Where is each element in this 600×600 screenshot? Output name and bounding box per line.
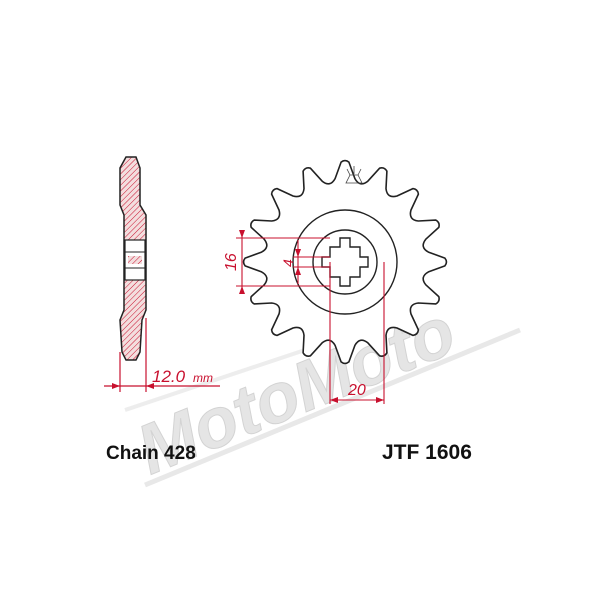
thickness-value: 12.0 [152, 367, 186, 386]
part-number-caption: JTF 1606 [382, 441, 472, 464]
dim-small-label: 4 [280, 259, 296, 267]
dim20-arrow-right [376, 397, 384, 403]
sprocket-shoulder-circle [292, 209, 398, 315]
jt-logo-mark [345, 166, 363, 184]
chain-caption: Chain 428 [106, 443, 196, 464]
watermark-swoosh [144, 327, 521, 488]
thickness-unit: mm [193, 371, 213, 385]
dim16-arrow-top [239, 230, 245, 238]
dim16-arrow-bottom [239, 286, 245, 294]
watermark-swoosh-2 [124, 343, 321, 412]
dim4-arrow-bottom [295, 267, 301, 275]
sprocket-side-view: 12.0 mm [104, 156, 220, 392]
side-hub-hatch [128, 256, 142, 264]
dim-height-label: 16 [223, 253, 240, 271]
thickness-arrow-right [146, 383, 154, 389]
thickness-arrow-left [112, 383, 120, 389]
dim-width-label: 20 [347, 382, 366, 399]
dim4-arrow-top [295, 249, 301, 257]
dim20-arrow-left [330, 397, 338, 403]
sprocket-front-view: 16 4 20 [223, 159, 448, 404]
sprocket-hub-circle [312, 229, 378, 295]
